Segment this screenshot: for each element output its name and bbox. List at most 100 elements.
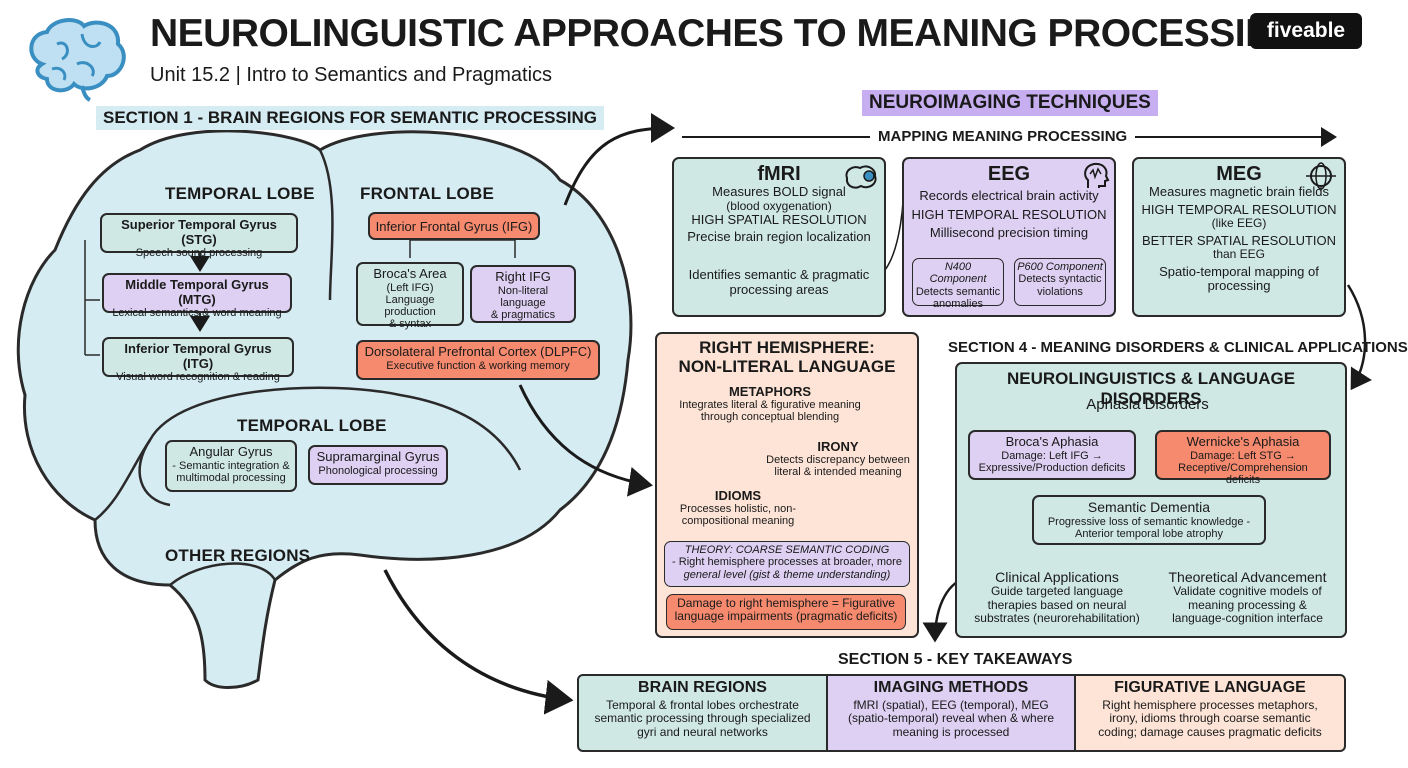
takeaway-brain-l3: gyri and neural networks [637,724,768,739]
eeg-line3: Millisecond precision timing [929,225,1089,241]
theory-box[interactable]: THEORY: COARSE SEMANTIC CODING - Right h… [664,541,910,587]
broca-area-desc2: & syntax [388,318,432,331]
rh-damage-l2: language impairments (pragmatic deficits… [674,609,898,624]
meg-line1: Measures magnetic brain fields [1149,184,1329,200]
takeaway-brain-box[interactable]: BRAIN REGIONS Temporal & frontal lobes o… [577,674,828,752]
angular-gyrus-box[interactable]: Angular Gyrus - Semantic integration & m… [165,440,297,492]
theory-l2: general level (gist & theme understandin… [683,568,891,581]
p600-l1: Detects syntactic [1018,273,1102,286]
wernicke-aphasia-l1: Damage: Left STG → [1190,449,1296,462]
clinical-title: Clinical Applications [995,569,1119,585]
right-ifg-desc1: Non-literal language [497,284,549,309]
wernicke-aphasia-l2: Receptive/Comprehension deficits [1178,461,1308,487]
broca-aphasia-box[interactable]: Broca's Aphasia Damage: Left IFG → Expre… [968,430,1136,480]
wernicke-aphasia-title: Wernicke's Aphasia [1186,434,1300,449]
frontal-lobe-label: FRONTAL LOBE [360,184,494,203]
stg-title: Superior Temporal Gyrus (STG) [121,217,277,247]
broca-aphasia-l1: Damage: Left IFG → [1001,449,1103,462]
eeg-line1: Records electrical brain activity [919,188,1099,204]
broca-area-desc1: Language production [384,293,436,319]
itg-box[interactable]: Inferior Temporal Gyrus (ITG) Visual wor… [102,337,294,383]
n400-box[interactable]: N400 Component Detects semantic anomalie… [912,258,1004,310]
theory-title: THEORY: COARSE SEMANTIC CODING [684,544,890,556]
semantic-dementia-box[interactable]: Semantic Dementia Progressive loss of se… [1032,495,1266,545]
fmri-line3: HIGH SPATIAL RESOLUTION [691,212,867,228]
meg-line7: processing [1207,278,1271,294]
broca-aphasia-l2: Expressive/Production deficits [978,461,1126,474]
aphasia-label: Aphasia Disorders [1086,396,1209,413]
eeg-title: EEG [987,163,1031,185]
fmri-line5: Identifies semantic & pragmatic [688,267,870,283]
n400-title: N400 Component [929,261,987,286]
fmri-line6: processing areas [729,282,829,298]
angular-gyrus-desc2: multimodal processing [176,471,286,484]
section4-title: SECTION 4 - MEANING DISORDERS & CLINICAL… [948,339,1408,356]
takeaway-figurative-l1: Right hemisphere processes metaphors, [1102,697,1318,712]
magnetic-field-icon [1304,160,1338,192]
idioms-title: IDIOMS [714,488,762,503]
takeaway-imaging-box[interactable]: IMAGING METHODS fMRI (spatial), EEG (tem… [826,674,1076,752]
rh-damage-l1: Damage to right hemisphere = Figurative [677,596,895,610]
meg-line5: than EEG [1212,247,1266,262]
theoretical-l1: Validate cognitive models of [1173,584,1322,599]
right-ifg-box[interactable]: Right IFG Non-literal language & pragmat… [470,265,576,323]
takeaway-brain-l2: semantic processing through specialized [594,711,811,726]
semantic-dementia-title: Semantic Dementia [1087,499,1211,515]
fmri-line1: Measures BOLD signal [712,184,846,200]
meg-line4: BETTER SPATIAL RESOLUTION [1141,232,1337,248]
rh-damage-box[interactable]: Damage to right hemisphere = Figurative … [666,594,906,630]
fmri-line4: Precise brain region localization [687,228,871,244]
mtg-desc: Lexical semantics & word meaning [112,307,282,320]
page-title: NEUROLINGUISTIC APPROACHES TO MEANING PR… [150,12,1303,55]
fmri-line2: (blood oxygenation) [726,198,832,213]
supramarginal-gyrus-box[interactable]: Supramarginal Gyrus Phonological process… [308,445,448,485]
other-regions-label: OTHER REGIONS [165,546,311,565]
broca-area-sub: (Left IFG) [386,281,434,294]
fmri-box[interactable]: fMRI Measures BOLD signal (blood oxygena… [672,157,886,317]
mapping-label: MAPPING MEANING PROCESSING [878,128,1128,145]
brain-logo-icon [22,14,130,102]
broca-area-box[interactable]: Broca's Area (Left IFG) Language product… [356,262,464,330]
idioms-l2: compositional meaning [681,515,795,528]
stg-box[interactable]: Superior Temporal Gyrus (STG) Speech sou… [100,213,298,259]
meg-line2: HIGH TEMPORAL RESOLUTION [1141,201,1337,217]
metaphors-text[interactable]: METAPHORS Integrates literal & figurativ… [672,384,868,424]
rh-title2: NON-LITERAL LANGUAGE [678,357,896,376]
itg-title: Inferior Temporal Gyrus (ITG) [124,341,272,371]
idioms-text[interactable]: IDIOMS Processes holistic, non- composit… [668,488,808,528]
brain-scan-icon [842,162,880,192]
temporal-lobe-label-2: TEMPORAL LOBE [237,416,387,435]
right-ifg-desc2: & pragmatics [490,309,556,322]
takeaway-brain-title: BRAIN REGIONS [638,679,767,696]
p600-title: P600 Component [1017,261,1103,273]
clinical-l1: Guide targeted language [990,584,1124,599]
wernicke-aphasia-box[interactable]: Wernicke's Aphasia Damage: Left STG → Re… [1155,430,1331,486]
right-hemisphere-box[interactable] [655,332,919,638]
p600-box[interactable]: P600 Component Detects syntactic violati… [1014,258,1106,306]
irony-text[interactable]: IRONY Detects discrepancy between litera… [758,439,918,479]
takeaway-imaging-title: IMAGING METHODS [873,679,1029,696]
dlpfc-title: Dorsolateral Prefrontal Cortex (DLPFC) [364,344,592,359]
idioms-l1: Processes holistic, non- [679,503,797,516]
angular-gyrus-desc1: - Semantic integration & [172,459,290,472]
takeaway-imaging-l1: fMRI (spatial), EEG (temporal), MEG [853,697,1049,712]
metaphors-l1: Integrates literal & figurative meaning [679,399,861,412]
irony-l2: literal & intended meaning [774,466,902,479]
mtg-box[interactable]: Middle Temporal Gyrus (MTG) Lexical sema… [102,273,292,319]
meg-box[interactable]: MEG Measures magnetic brain fields HIGH … [1132,157,1346,317]
clinical-l3: substrates (neurorehabilitation) [974,610,1140,625]
disorders-title: NEUROLINGUISTICS & LANGUAGE DISORDERS [1006,369,1296,408]
ifg-box[interactable]: Inferior Frontal Gyrus (IFG) [368,212,540,240]
fiveable-logo[interactable]: fiveable [1250,13,1362,49]
theoretical-advancement: Theoretical Advancement Validate cogniti… [1155,569,1340,625]
ifg-title: Inferior Frontal Gyrus (IFG) [375,219,533,234]
dlpfc-box[interactable]: Dorsolateral Prefrontal Cortex (DLPFC) E… [356,340,600,380]
irony-l1: Detects discrepancy between [766,454,910,467]
stg-desc: Speech sound processing [135,247,263,260]
meg-line6: Spatio-temporal mapping of [1159,263,1319,279]
metaphors-l2: through conceptual blending [700,411,840,424]
takeaway-figurative-box[interactable]: FIGURATIVE LANGUAGE Right hemisphere pro… [1074,674,1346,752]
temporal-lobe-label: TEMPORAL LOBE [165,184,315,203]
takeaway-figurative-l3: coding; damage causes pragmatic deficits [1098,724,1322,739]
theoretical-l2: meaning processing & [1188,597,1307,612]
